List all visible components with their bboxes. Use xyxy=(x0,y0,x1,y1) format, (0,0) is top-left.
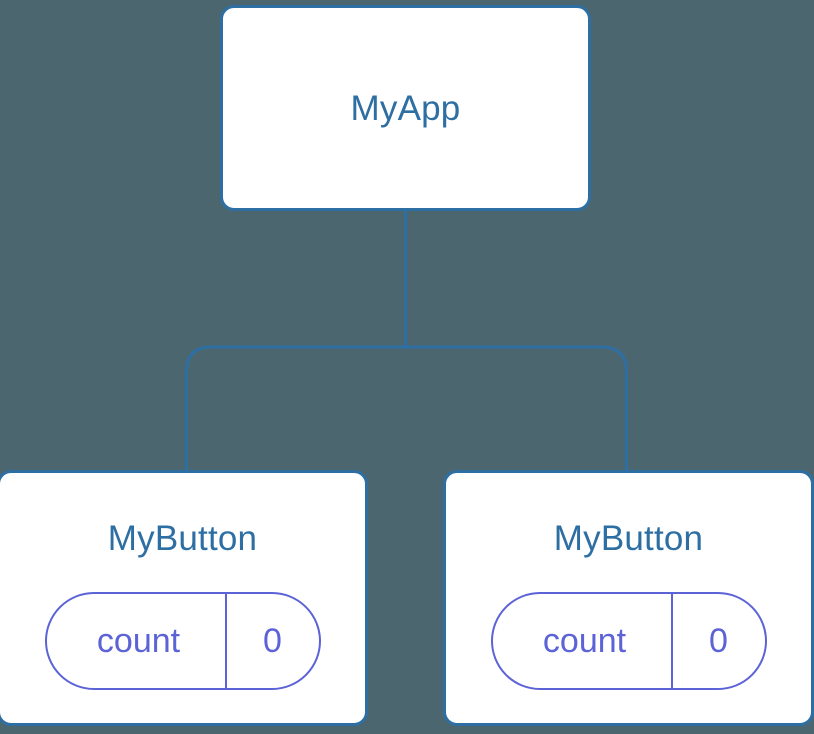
node-mybutton-2-label: MyButton xyxy=(553,519,704,558)
state-value-2: 0 xyxy=(670,594,765,688)
state-pill-1[interactable]: count 0 xyxy=(44,592,321,690)
state-value-1: 0 xyxy=(224,594,319,688)
state-pill-2[interactable]: count 0 xyxy=(490,592,767,690)
node-mybutton-1[interactable]: MyButton count 0 xyxy=(0,470,368,726)
edge-to-child-left xyxy=(185,345,406,470)
node-myapp-label: MyApp xyxy=(350,88,461,128)
node-mybutton-2[interactable]: MyButton count 0 xyxy=(443,470,814,726)
node-mybutton-1-label: MyButton xyxy=(107,519,258,558)
edge-to-child-right xyxy=(405,345,628,470)
state-key-2: count xyxy=(542,622,627,660)
state-key-1: count xyxy=(96,622,181,660)
node-myapp[interactable]: MyApp xyxy=(220,5,591,211)
